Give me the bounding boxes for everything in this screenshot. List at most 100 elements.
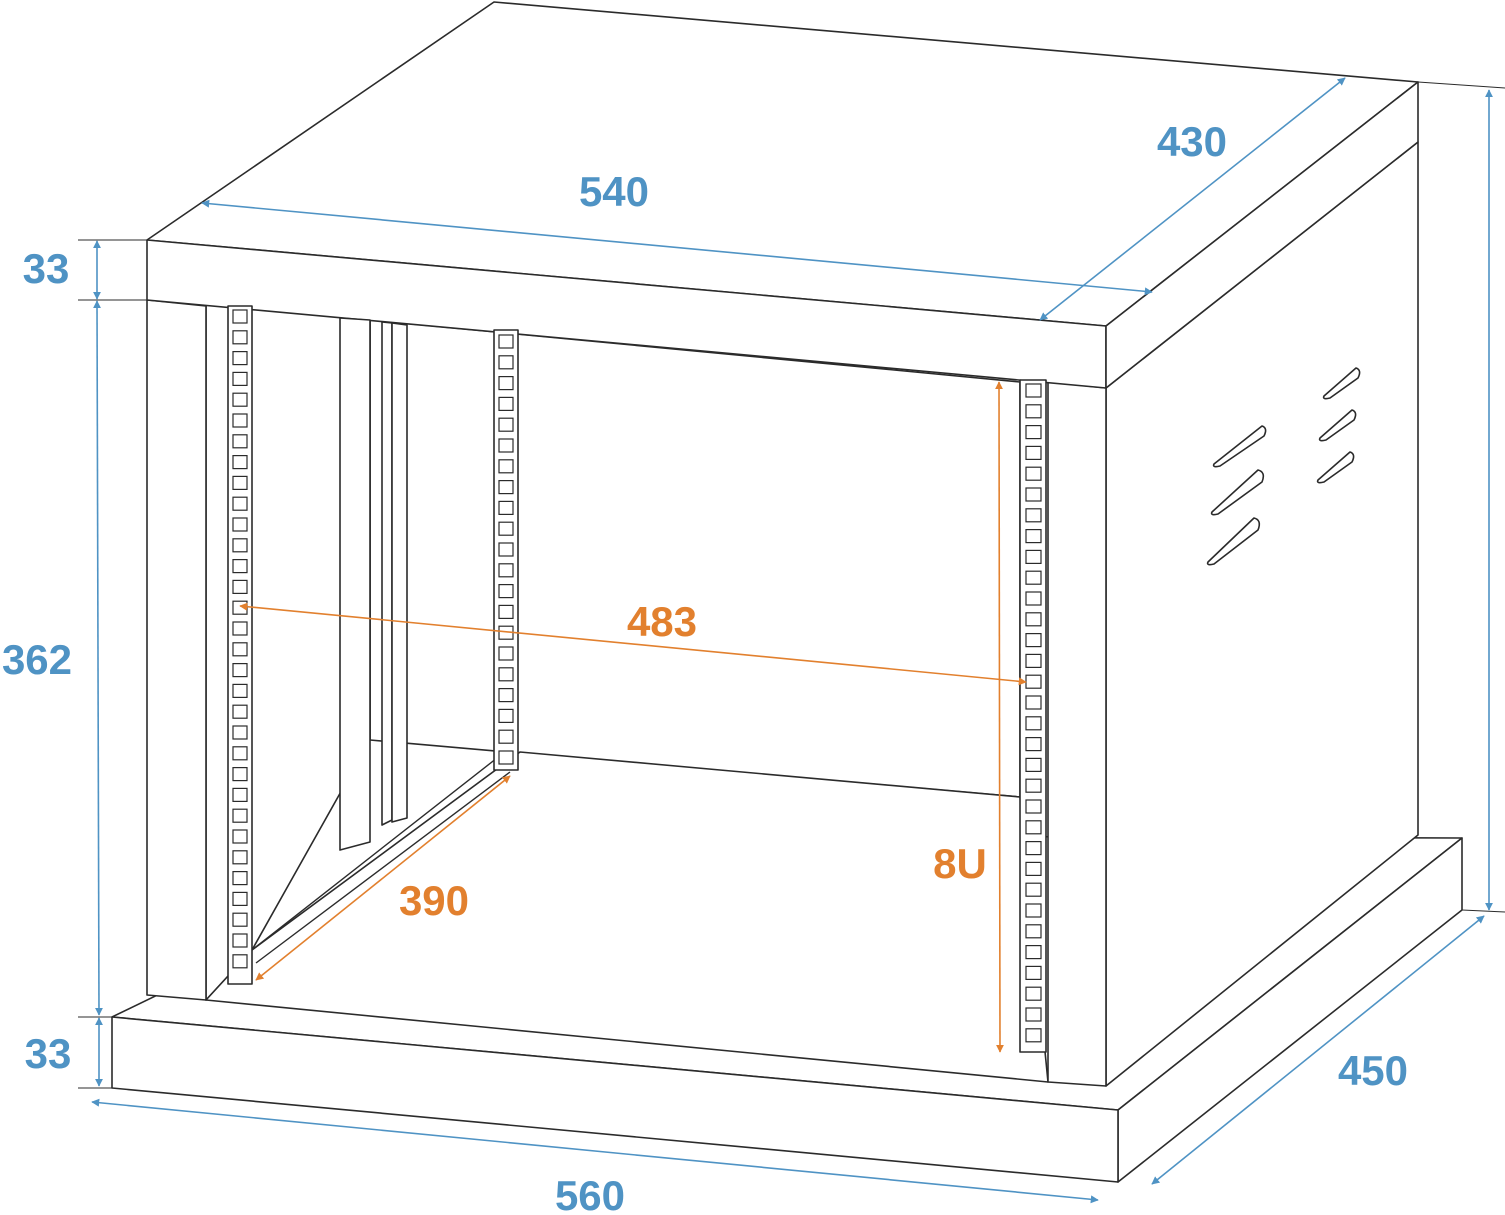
dim-arrow-top-width bbox=[201, 199, 1153, 296]
rack-hole bbox=[232, 579, 248, 595]
rack-hole bbox=[232, 309, 248, 324]
rack-hole bbox=[232, 413, 248, 428]
rack-hole bbox=[232, 496, 248, 511]
rack-hole bbox=[1025, 570, 1042, 585]
vent-slot bbox=[1210, 469, 1265, 516]
rack-hole bbox=[232, 330, 248, 345]
rack-hole bbox=[498, 750, 514, 765]
rack-hole bbox=[1025, 778, 1042, 793]
rack-hole bbox=[232, 642, 248, 657]
rack-hole bbox=[232, 455, 248, 470]
rack-hole bbox=[498, 521, 514, 536]
rack-hole bbox=[1025, 695, 1042, 710]
rack-hole bbox=[1025, 1007, 1042, 1022]
rack-hole bbox=[498, 583, 514, 599]
rack-hole bbox=[232, 683, 248, 699]
rack-hole bbox=[232, 850, 248, 865]
rack-hole bbox=[1025, 986, 1042, 1001]
rack-hole bbox=[498, 563, 514, 578]
dim-arrow-rack-units bbox=[995, 381, 1004, 1053]
rack-hole bbox=[498, 687, 514, 703]
rack-hole bbox=[1025, 716, 1042, 731]
rack-hole bbox=[232, 600, 248, 615]
rack-hole bbox=[498, 438, 514, 453]
rack-hole bbox=[232, 954, 248, 969]
rail-profile-3 bbox=[391, 322, 408, 823]
rack-hole bbox=[1025, 528, 1042, 544]
rack-hole bbox=[498, 459, 514, 474]
inner-dimension-arrows bbox=[239, 381, 1027, 1053]
rack-hole bbox=[232, 766, 248, 782]
rack-hole bbox=[1025, 549, 1042, 565]
dimension-labels: 540 430 33 362 33 560 450 483 390 8U bbox=[2, 118, 1408, 1215]
label-bottom-width: 560 bbox=[555, 1172, 625, 1215]
rack-holes-front-right bbox=[1025, 383, 1042, 1043]
label-top-width: 540 bbox=[579, 168, 649, 215]
rack-hole bbox=[1025, 840, 1042, 856]
rack-hole bbox=[1025, 445, 1042, 460]
rack-hole bbox=[232, 351, 248, 366]
front-left-post bbox=[146, 299, 207, 1001]
rack-hole bbox=[232, 517, 248, 532]
rack-hole bbox=[232, 662, 248, 678]
rail-profile-2 bbox=[381, 321, 393, 826]
rack-hole bbox=[498, 646, 514, 661]
outer-dimension-arrows bbox=[91, 77, 1493, 1204]
rack-hole bbox=[232, 870, 248, 886]
rack-hole bbox=[1025, 903, 1042, 918]
rack-hole bbox=[498, 667, 514, 682]
extension-line bbox=[1461, 909, 1505, 913]
rack-hole bbox=[232, 371, 248, 386]
rack-hole bbox=[232, 558, 248, 574]
rack-hole bbox=[1025, 404, 1042, 419]
rack-hole bbox=[232, 434, 248, 449]
extension-lines bbox=[78, 81, 1505, 1089]
rack-hole bbox=[232, 392, 248, 407]
dim-arrow-bottom-depth bbox=[1151, 915, 1485, 1185]
label-bottom-depth: 450 bbox=[1338, 1047, 1408, 1094]
rack-holes-front-left bbox=[232, 309, 248, 969]
label-side-height: 362 bbox=[2, 636, 72, 683]
dim-arrow-rail-width bbox=[239, 602, 1027, 686]
rack-hole bbox=[1025, 944, 1042, 960]
extension-line bbox=[1417, 81, 1505, 89]
label-top-depth: 430 bbox=[1157, 118, 1227, 165]
vent-slot bbox=[1206, 517, 1261, 566]
rack-hole bbox=[1025, 965, 1042, 981]
front-right-post bbox=[1047, 381, 1107, 1087]
rack-hole bbox=[498, 500, 514, 515]
rack-hole bbox=[1025, 924, 1042, 939]
rack-hole bbox=[232, 725, 248, 740]
rack-hole bbox=[1025, 591, 1042, 606]
rack-hole bbox=[1025, 612, 1042, 627]
rack-hole bbox=[498, 376, 514, 391]
rack-holes-rear-left bbox=[498, 334, 514, 765]
rack-hole bbox=[232, 475, 248, 490]
rack-hole bbox=[1025, 466, 1042, 481]
rack-hole bbox=[1025, 653, 1042, 669]
rack-hole bbox=[498, 480, 514, 495]
rack-hole bbox=[1025, 425, 1042, 440]
rack-hole bbox=[232, 787, 248, 803]
rack-hole bbox=[232, 621, 248, 636]
rack-hole bbox=[1025, 674, 1042, 689]
vent-slot bbox=[1212, 425, 1267, 468]
label-bottom-panel-height: 33 bbox=[25, 1030, 72, 1077]
rack-hole bbox=[1025, 632, 1042, 648]
rack-hole bbox=[1025, 508, 1042, 523]
rack-hole bbox=[232, 933, 248, 948]
rack-hole bbox=[1025, 820, 1042, 835]
label-top-panel-height: 33 bbox=[23, 245, 70, 292]
label-rail-depth: 390 bbox=[399, 877, 469, 924]
rack-hole bbox=[1025, 757, 1042, 773]
rack-hole bbox=[498, 334, 514, 349]
rack-hole bbox=[498, 604, 514, 620]
rack-hole bbox=[1025, 882, 1042, 897]
vent-slot bbox=[1318, 409, 1357, 442]
rack-hole bbox=[232, 829, 248, 844]
rack-hole bbox=[498, 417, 514, 432]
rail-profile-1 bbox=[339, 317, 371, 851]
label-rail-width: 483 bbox=[627, 598, 697, 645]
